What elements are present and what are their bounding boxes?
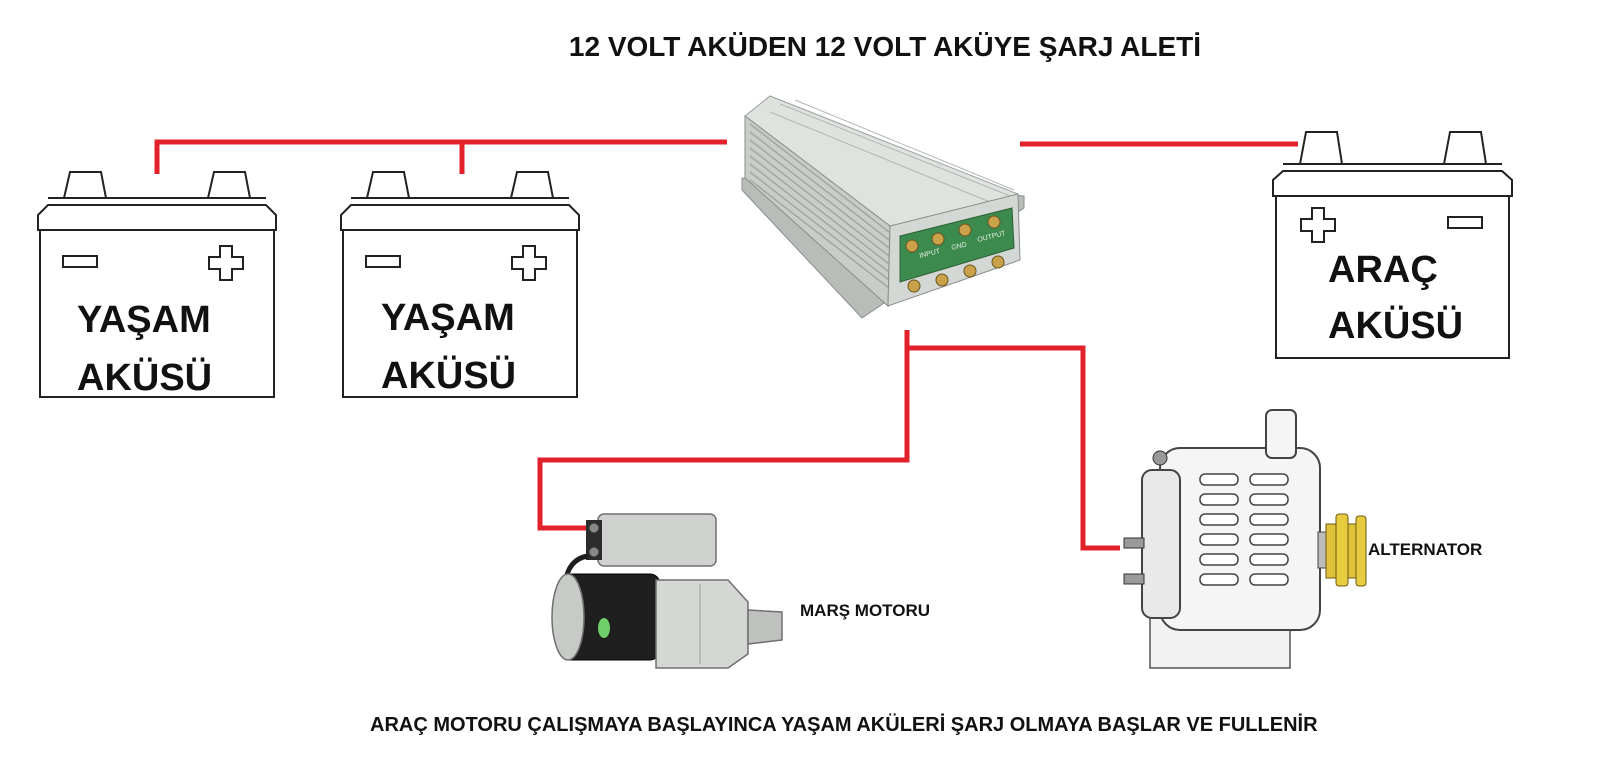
battery-label-line2: AKÜSÜ bbox=[1328, 304, 1463, 347]
footer-caption: ARAÇ MOTORU ÇALIŞMAYA BAŞLAYINCA YAŞAM A… bbox=[370, 713, 1318, 736]
alternator-label: ALTERNATOR bbox=[1368, 540, 1482, 559]
vehicle-battery: ARAÇ AKÜSÜ bbox=[1272, 131, 1513, 359]
wire-alternator bbox=[907, 345, 1120, 551]
alternator bbox=[1123, 409, 1367, 669]
starter-motor bbox=[551, 513, 783, 669]
wire-living-batteries bbox=[154, 139, 727, 174]
wiring bbox=[154, 139, 1298, 551]
living-battery-2: YAŞAM AKÜSÜ bbox=[340, 171, 580, 398]
charger-converter: INPUT GND OUTPUT bbox=[741, 95, 1025, 319]
living-battery-1: YAŞAM AKÜSÜ bbox=[37, 171, 277, 399]
battery-label-line1: YAŞAM bbox=[77, 299, 211, 341]
minus-icon bbox=[1447, 216, 1483, 229]
diagram-title: 12 VOLT AKÜDEN 12 VOLT AKÜYE ŞARJ ALETİ bbox=[569, 31, 1201, 62]
plus-icon bbox=[1300, 207, 1336, 243]
starter-motor-label: MARŞ MOTORU bbox=[800, 601, 930, 620]
battery-label-line2: AKÜSÜ bbox=[77, 356, 212, 399]
battery-label-line2: AKÜSÜ bbox=[381, 354, 516, 397]
terminal-label-gnd: GND bbox=[951, 241, 968, 252]
minus-icon bbox=[62, 255, 98, 268]
battery-label-line1: YAŞAM bbox=[381, 297, 515, 339]
wire-starter bbox=[537, 330, 910, 531]
plus-icon bbox=[208, 245, 244, 281]
battery-label-line1: ARAÇ bbox=[1328, 249, 1438, 291]
minus-icon bbox=[365, 255, 401, 268]
plus-icon bbox=[511, 245, 547, 281]
